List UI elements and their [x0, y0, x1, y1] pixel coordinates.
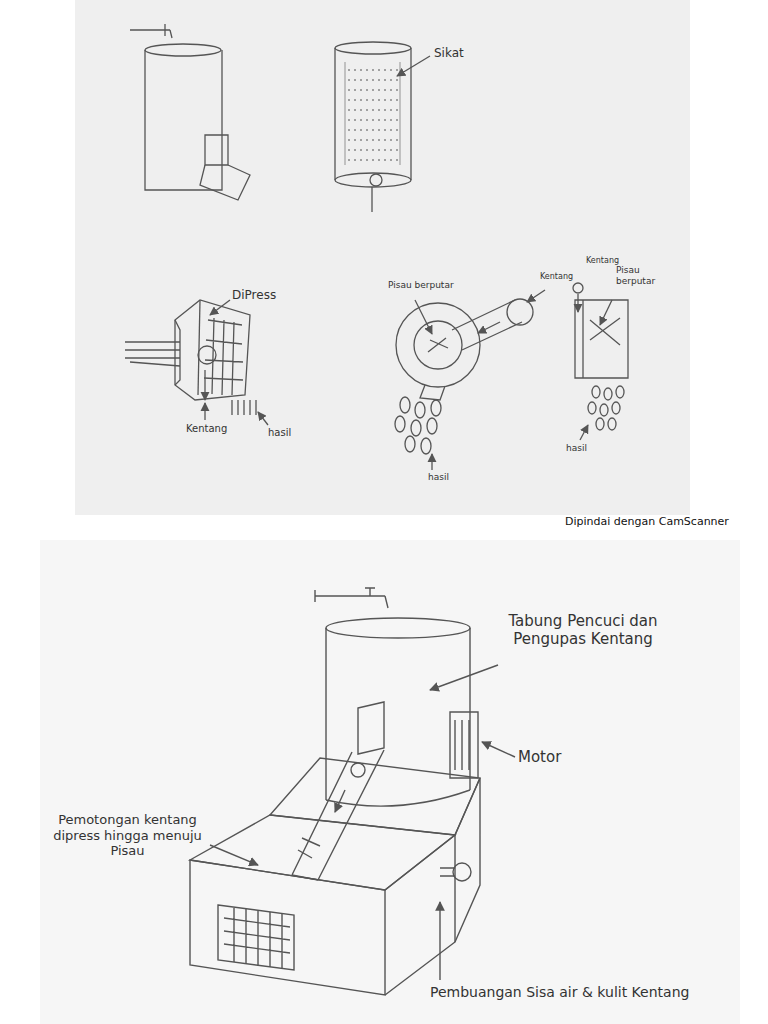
handwritten-label: Sikat: [434, 46, 464, 60]
handwritten-label: Kentang: [186, 423, 227, 435]
handwritten-label: Motor: [518, 748, 561, 766]
machine-sketch: [190, 588, 515, 995]
handwritten-label: Pisau berputar: [388, 280, 454, 291]
watermark: Dipindai dengan CamScanner: [565, 515, 729, 528]
handwritten-label: hasil: [268, 427, 291, 439]
handwritten-label: hasil: [566, 443, 587, 454]
handwritten-label: Kentang: [586, 256, 619, 266]
handwritten-label: DiPress: [232, 288, 276, 302]
scan-panel: [75, 0, 690, 515]
handwritten-label: hasil: [428, 472, 449, 483]
handwritten-label: Pisau berputar: [616, 265, 676, 287]
scan-panel: [40, 540, 740, 1024]
handwritten-label: Pembuangan Sisa air & kulit Kentang: [430, 984, 689, 1001]
handwritten-label: Kentang: [540, 272, 573, 282]
handwritten-label: Pemotongan kentang dipress hingga menuju…: [45, 812, 210, 859]
top-sketches: [125, 24, 628, 470]
handwritten-label: Tabung Pencuci dan Pengupas Kentang: [503, 612, 663, 648]
